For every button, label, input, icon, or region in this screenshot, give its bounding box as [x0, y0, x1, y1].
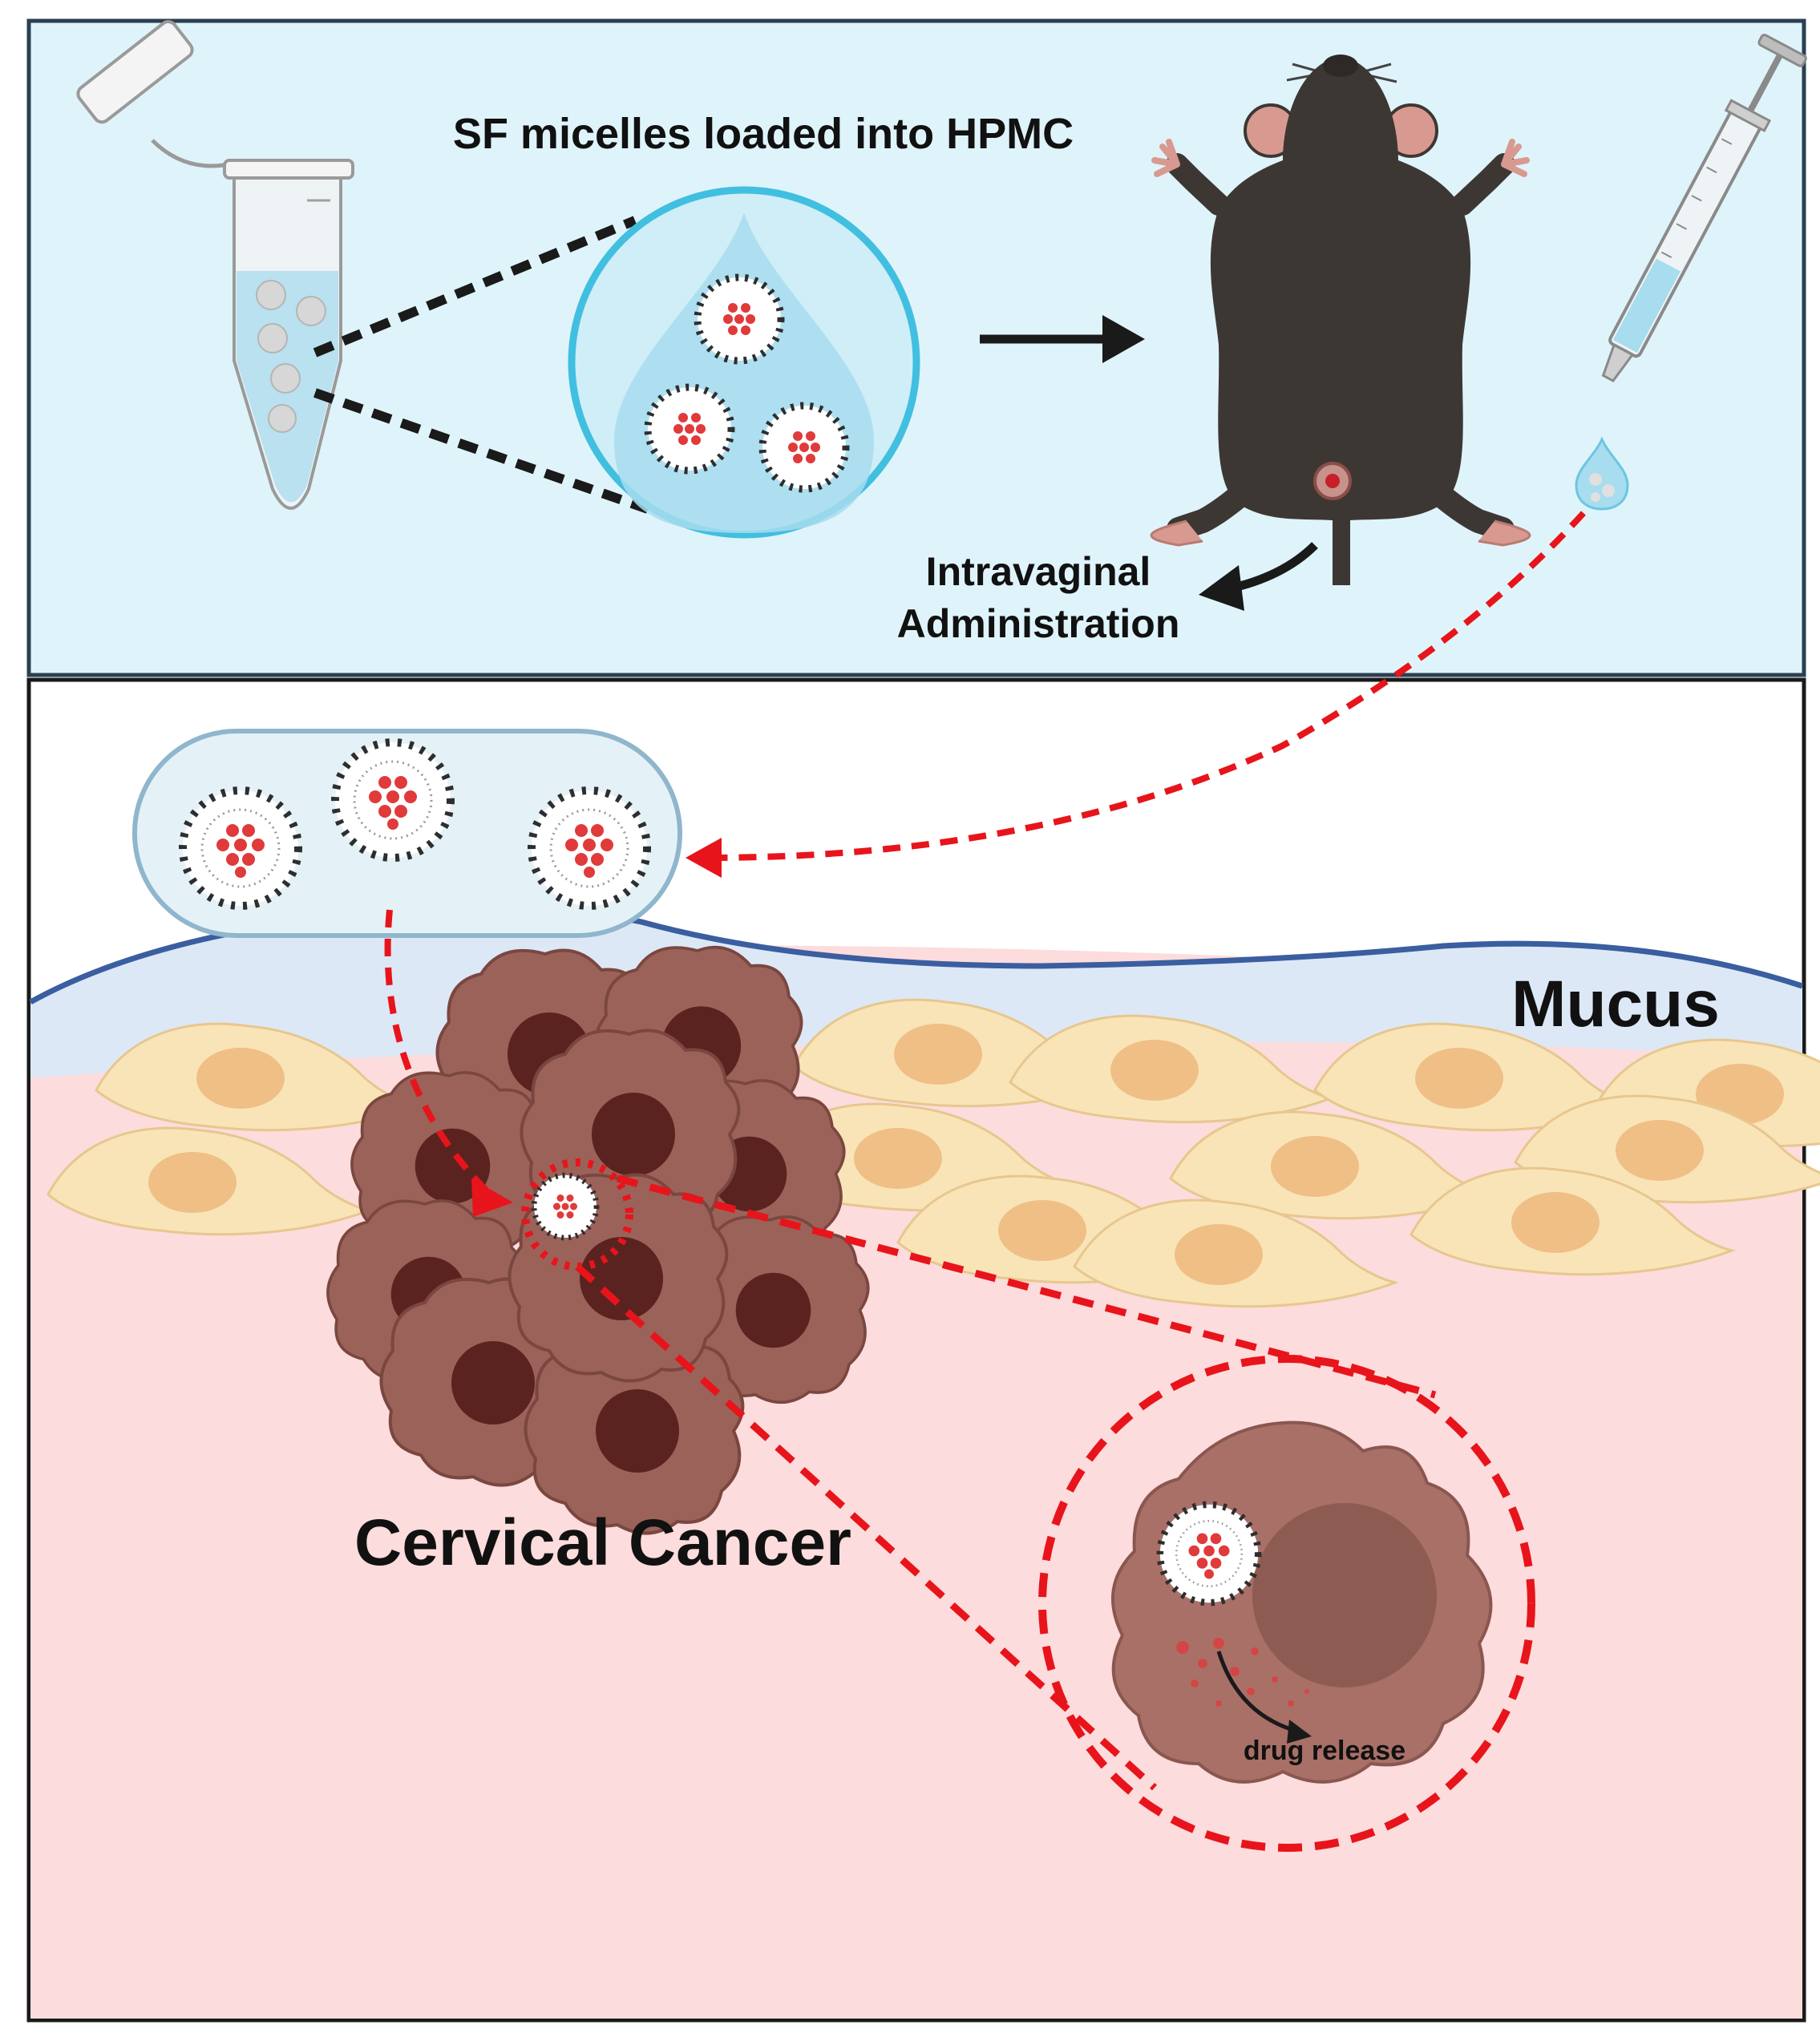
hydrogel-capsule	[132, 729, 682, 938]
mouse-illustration	[1150, 55, 1531, 585]
flow-arrow	[980, 315, 1145, 363]
administration-arrow	[1199, 542, 1318, 611]
hydrogel-droplet	[1575, 436, 1629, 511]
microcentrifuge-tube	[76, 20, 354, 510]
mucus-label: Mucus	[1511, 968, 1720, 1041]
micelle-in-tumor	[534, 1175, 597, 1238]
zoom-callout-ring	[1038, 1355, 1535, 1852]
release-label: drug release	[1244, 1736, 1405, 1766]
top-panel-title: SF micelles loaded into HPMC	[453, 110, 1074, 158]
route-label-line1: Intravaginal	[926, 549, 1151, 594]
syringe-icon	[1601, 34, 1807, 382]
hydrogel-drop-zoom	[568, 186, 920, 539]
tumor-label: Cervical Cancer	[354, 1506, 851, 1579]
delivery-arrowhead	[686, 838, 722, 878]
zoomed-tumor-cell	[1111, 1421, 1493, 1784]
delivery-path	[384, 511, 1586, 1197]
release-arrow	[1216, 1651, 1312, 1744]
zoom-lines	[313, 216, 649, 514]
entry-arrowhead	[471, 1178, 513, 1217]
route-label-line2: Administration	[897, 601, 1180, 646]
